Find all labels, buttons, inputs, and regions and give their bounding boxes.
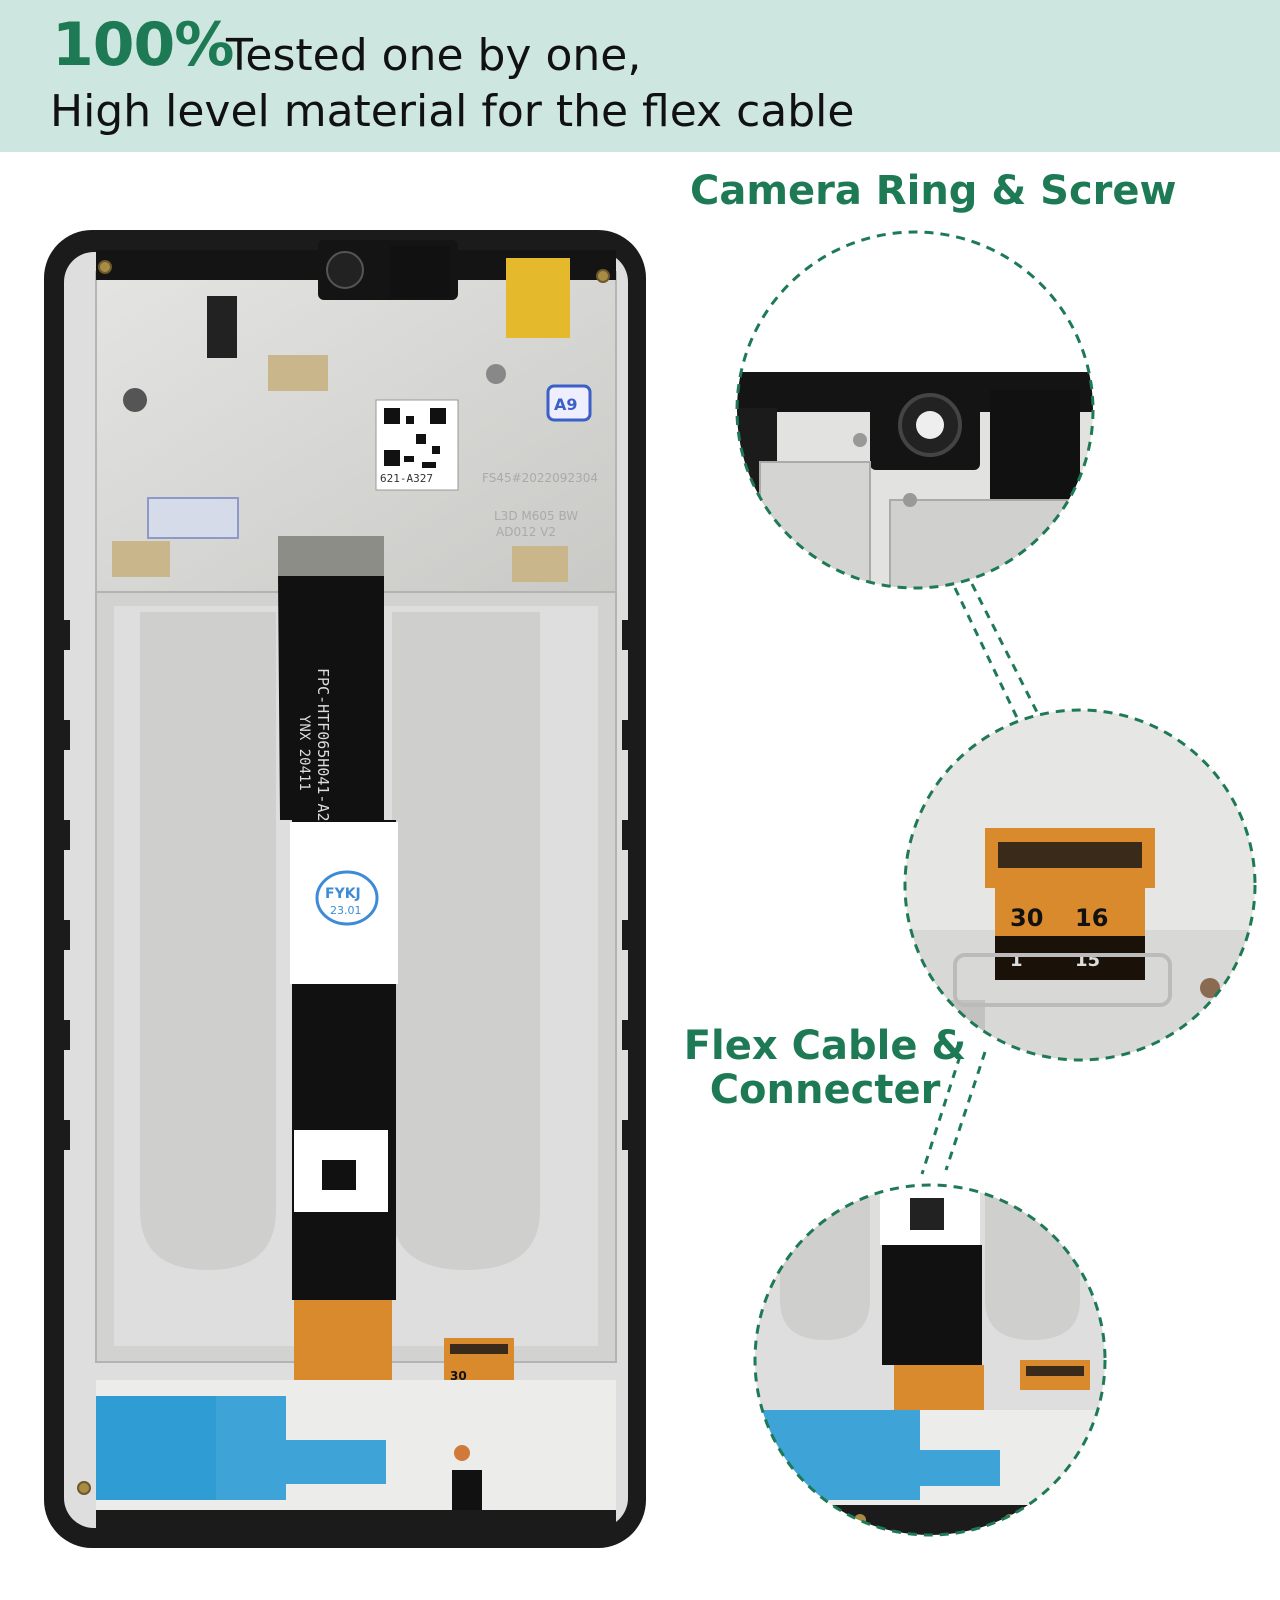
frame-code-2: L3D M605 BW [494, 509, 578, 523]
qr-code-text: 621-A327 [380, 472, 433, 485]
connector-callout-circle: 30 16 1 15 [903, 708, 1257, 1062]
frame-code-3: AD012 V2 [496, 525, 556, 539]
flex-callout-label: Flex Cable & Connecter [683, 1023, 967, 1113]
headline-banner: 100% Tested one by one, High level mater… [0, 0, 1280, 152]
headline-line1: Tested one by one, [226, 30, 642, 81]
headline-line2: High level material for the flex cable [50, 86, 855, 137]
phone-frame: 621-A327 FS45#2022092304 L3D M605 BW AD0… [44, 230, 646, 1548]
stamp-fykj: FYKJ [325, 886, 361, 902]
flex-callout-circle [753, 1183, 1107, 1537]
frame-code: FS45#2022092304 [482, 471, 598, 485]
stamp-date: 23.01 [330, 904, 362, 917]
camera-callout-circle [735, 230, 1095, 590]
pin-30: 30 [1010, 904, 1043, 932]
headline-percent: 100% [52, 10, 234, 80]
pin-label-small: 30 [450, 1369, 467, 1383]
flex-part-number: FPC-HTF065H041-A2 [314, 668, 332, 822]
pin-16: 16 [1075, 904, 1108, 932]
camera-callout-label: Camera Ring & Screw [690, 168, 1177, 214]
sticker-a9: A9 [554, 395, 578, 414]
flex-sub-code: YNX 20411 [296, 715, 312, 791]
callout-connector-lines [920, 583, 1042, 1175]
